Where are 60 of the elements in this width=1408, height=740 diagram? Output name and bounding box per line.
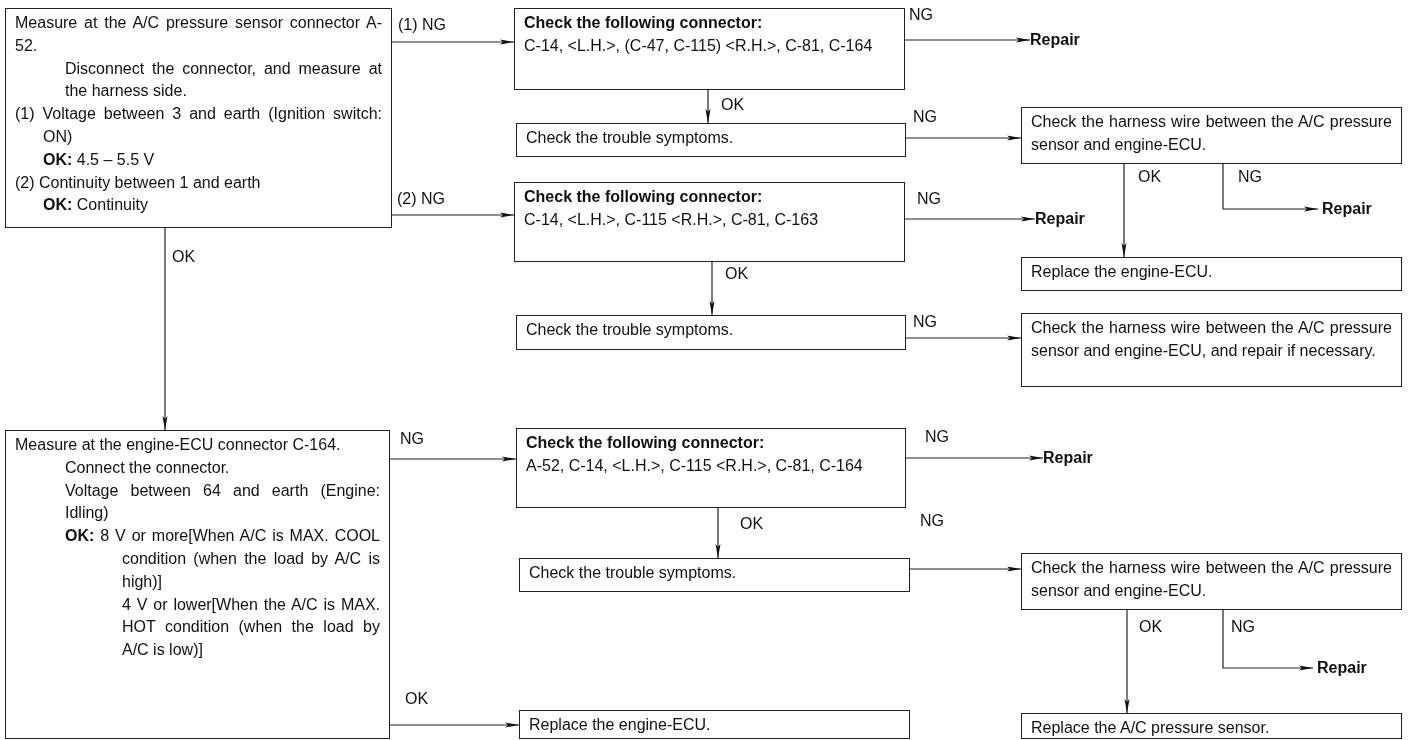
step-box — [516, 428, 906, 508]
step-heading: Check the following connector: — [526, 433, 766, 453]
arrow — [705, 89, 711, 124]
arrow — [904, 37, 1031, 43]
step-text: Check the trouble symptoms. — [526, 128, 735, 148]
arrow — [389, 722, 520, 728]
step-box — [519, 710, 910, 739]
arrow — [162, 227, 168, 431]
arrow — [709, 261, 715, 316]
step-text: Check the harness wire between the A/C pressure sensor and engine-ECU. — [1031, 112, 1392, 155]
arrow — [1124, 609, 1130, 714]
arrow — [389, 456, 517, 462]
step-text: Check the harness wire between the A/C pressure sensor and engine-ECU. — [1031, 558, 1392, 601]
result-label: Repair — [1317, 658, 1367, 678]
step-heading: Check the following connector: — [524, 187, 764, 207]
step-text: Replace the engine-ECU. — [1031, 262, 1214, 282]
step-box — [1021, 713, 1402, 739]
step-text: Check the trouble symptoms. — [529, 563, 738, 583]
step-text: Check the harness wire between the A/C pressure sensor and engine-ECU, and repair if necessary. — [1031, 318, 1392, 361]
step-text: Measure at the engine-ECU connector C-164. — [15, 435, 342, 455]
result-label: Repair — [1322, 199, 1372, 219]
step-text: Measure at the A/C pressure sensor connector A-52. — [15, 13, 382, 56]
step-box — [1021, 553, 1402, 610]
step-text: (2) Continuity between 1 and earth — [15, 172, 262, 193]
result-label: Repair — [1043, 448, 1093, 468]
step-text: 4 V or lower[When the A/C is MAX. HOT condition (when the load by A/C is low)] — [121, 594, 380, 661]
step-text: C-14, <L.H.>, (C-47, C-115) <R.H.>, C-81, C-164 — [524, 35, 874, 56]
edge-label: (1) NG — [398, 16, 446, 34]
step-text: Replace the engine-ECU. — [529, 715, 712, 735]
step-box — [519, 558, 910, 592]
step-box — [514, 8, 905, 90]
arrow — [1222, 163, 1319, 212]
step-text: OK: 8 V or more[When A/C is MAX. COOL condition (when the load by A/C is high)] — [64, 526, 380, 592]
step-text: C-14, <L.H.>, C-115 <R.H.>, C-81, C-163 — [524, 209, 820, 230]
arrow — [1121, 163, 1127, 258]
arrow — [391, 39, 515, 45]
step-text: Check the trouble symptoms. — [526, 320, 735, 340]
step-text: OK: 4.5 – 5.5 V — [42, 149, 156, 170]
step-heading: Check the following connector: — [524, 13, 764, 33]
result-label: Repair — [1035, 209, 1085, 229]
step-box — [1021, 257, 1402, 291]
arrow — [905, 135, 1022, 141]
arrow — [909, 566, 1022, 572]
edge-label: (2) NG — [397, 190, 445, 208]
result-label: Repair — [1030, 30, 1080, 50]
arrow — [905, 455, 1044, 461]
step-text: Replace the A/C pressure sensor. — [1031, 718, 1271, 738]
step-text: A-52, C-14, <L.H.>, C-115 <R.H.>, C-81, C-164 — [526, 455, 864, 476]
step-box — [1021, 313, 1402, 387]
step-box — [516, 123, 906, 157]
step-text: OK: Continuity — [42, 195, 149, 216]
step-box — [516, 315, 906, 350]
arrow — [391, 212, 515, 218]
step-box — [514, 182, 905, 262]
arrow — [905, 335, 1022, 341]
arrow — [904, 216, 1036, 222]
step-text: (1) Voltage between 3 and earth (Ignition switch: ON) — [15, 104, 382, 147]
arrow — [715, 507, 721, 559]
step-box — [1021, 107, 1402, 164]
arrow — [1222, 609, 1314, 671]
